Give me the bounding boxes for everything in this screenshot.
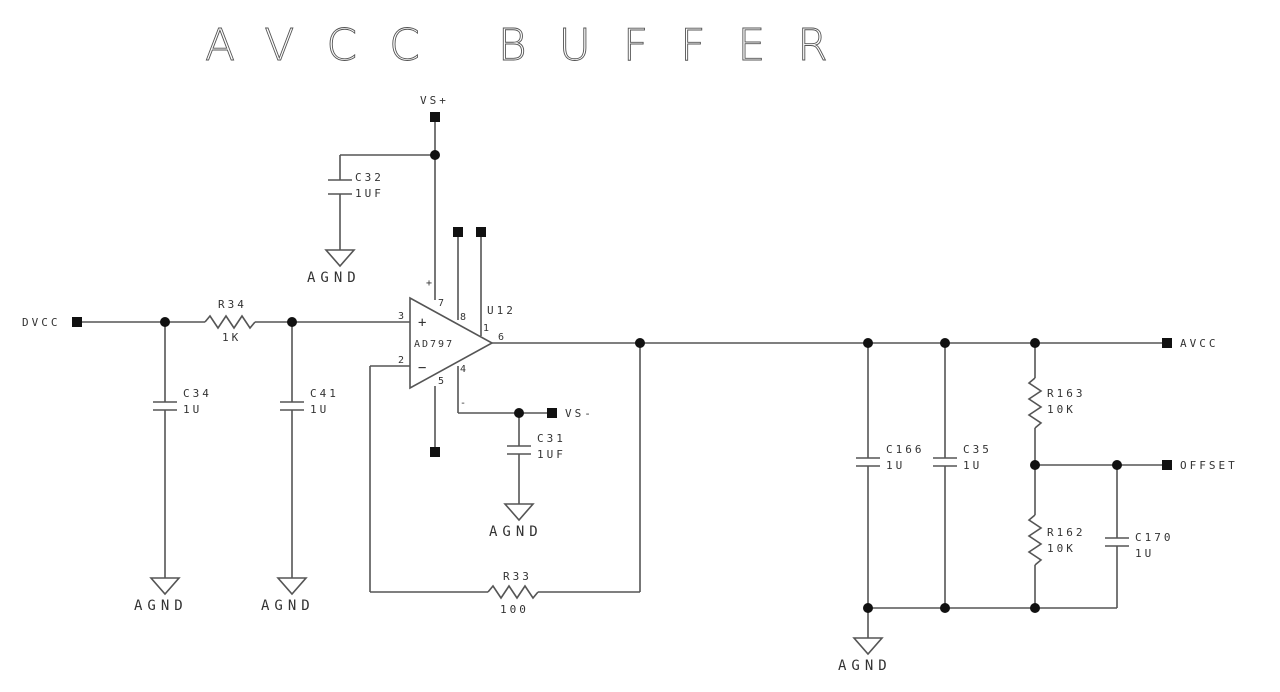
c170-ref: C170 — [1135, 531, 1174, 544]
test-point-pin1 — [476, 227, 486, 237]
schematic-title: AVCC BUFFER — [205, 20, 860, 71]
test-point-pin8 — [453, 227, 463, 237]
c166-value: 1U — [886, 459, 905, 472]
port-vs-minus — [547, 408, 557, 418]
opamp-pin8: 8 — [460, 312, 466, 323]
port-vs-minus-label: VS- — [565, 407, 594, 420]
port-dvcc-label: DVCC — [22, 316, 61, 329]
port-avcc-label: AVCC — [1180, 337, 1219, 350]
port-offset — [1162, 460, 1172, 470]
r33-ref: R33 — [503, 570, 532, 583]
resistor-r33 — [487, 584, 539, 600]
capacitor-c32 — [328, 179, 352, 195]
opamp-part-label: AD797 — [414, 339, 454, 350]
opamp-pin4: 4 — [460, 364, 466, 375]
c170-value: 1U — [1135, 547, 1154, 560]
c41-value: 1U — [310, 403, 329, 416]
resistor-r162 — [1027, 514, 1043, 566]
r34-value: 1K — [222, 331, 241, 344]
ground-symbol-c31 — [503, 503, 535, 522]
c31-ref: C31 — [537, 432, 566, 445]
ground-symbol-c32 — [324, 249, 356, 268]
capacitor-c35 — [933, 457, 957, 467]
opamp-pin2: 2 — [398, 355, 404, 366]
port-offset-label: OFFSET — [1180, 459, 1238, 472]
r33-value: 100 — [500, 603, 529, 616]
c34-ref: C34 — [183, 387, 212, 400]
c35-ref: C35 — [963, 443, 992, 456]
capacitor-c170 — [1105, 537, 1129, 547]
r34-ref: R34 — [218, 298, 247, 311]
opamp-ref-label: U12 — [487, 304, 516, 317]
opamp-pin5: 5 — [438, 376, 444, 387]
ground-symbol-main — [852, 637, 884, 656]
port-dvcc — [72, 317, 82, 327]
resistor-r34 — [204, 314, 256, 330]
opamp-pin3: 3 — [398, 311, 404, 322]
opamp-plus-symbol: + — [418, 315, 426, 331]
opamp-pin6: 6 — [498, 332, 504, 343]
c32-ref: C32 — [355, 171, 384, 184]
r162-ref: R162 — [1047, 526, 1086, 539]
opamp-rail-plus-symbol: + — [426, 278, 432, 289]
c32-value: 1UF — [355, 187, 384, 200]
ground-symbol-c41 — [276, 577, 308, 596]
opamp-minus-symbol: − — [418, 360, 426, 376]
c41-ref: C41 — [310, 387, 339, 400]
port-avcc — [1162, 338, 1172, 348]
opamp-u12 — [409, 296, 494, 390]
c166-ref: C166 — [886, 443, 925, 456]
capacitor-c31 — [507, 445, 531, 455]
port-vs-plus-label: VS+ — [420, 94, 449, 107]
ground-label-c31: AGND — [489, 524, 543, 540]
capacitor-c41 — [280, 401, 304, 411]
wires — [80, 117, 1162, 638]
port-vs-plus — [430, 112, 440, 122]
opamp-pin1: 1 — [483, 323, 489, 334]
c35-value: 1U — [963, 459, 982, 472]
ground-label-c34: AGND — [134, 598, 188, 614]
capacitor-c166 — [856, 457, 880, 467]
ground-label-main: AGND — [838, 658, 892, 674]
r162-value: 10K — [1047, 542, 1076, 555]
resistor-r163 — [1027, 377, 1043, 429]
ground-label-c41: AGND — [261, 598, 315, 614]
test-point-pin5 — [430, 447, 440, 457]
ground-symbol-c34 — [149, 577, 181, 596]
junctions — [160, 150, 1122, 613]
opamp-rail-minus-symbol: - — [460, 398, 466, 409]
c34-value: 1U — [183, 403, 202, 416]
r163-ref: R163 — [1047, 387, 1086, 400]
ground-label-c32: AGND — [307, 270, 361, 286]
opamp-pin7: 7 — [438, 298, 444, 309]
c31-value: 1UF — [537, 448, 566, 461]
capacitor-c34 — [153, 401, 177, 411]
r163-value: 10K — [1047, 403, 1076, 416]
